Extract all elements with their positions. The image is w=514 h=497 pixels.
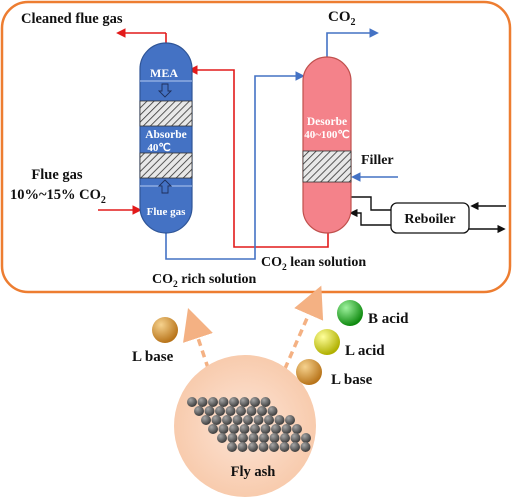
ash-dot [259, 433, 269, 443]
absorber-down-arrow-icon [157, 83, 173, 98]
ash-dot [229, 397, 239, 407]
ash-dot [250, 397, 260, 407]
flue-gas-inside-label: Flue gas [147, 206, 187, 218]
l-base-ball-left [152, 317, 178, 343]
reboiler-out-line [351, 196, 391, 211]
absorber-packing-top [139, 100, 193, 127]
fly-ash-label: Fly ash [231, 464, 276, 480]
ash-dot [217, 433, 227, 443]
ash-dot [246, 406, 257, 416]
l-base-right-label: L base [331, 372, 373, 388]
ash-dot [222, 415, 232, 425]
ash-dot [271, 424, 281, 434]
reboiler-return-line [349, 208, 391, 226]
ash-dot [290, 433, 301, 443]
co2-out-line [326, 28, 379, 57]
ash-dot [300, 442, 311, 452]
ash-dot [260, 424, 271, 434]
ash-dot [292, 424, 302, 434]
ash-dot [274, 415, 285, 425]
l-base-left-label: L base [132, 349, 174, 365]
ash-dot [243, 415, 253, 425]
ash-dot [267, 406, 278, 416]
cleaned-flue-gas-label: Cleaned flue gas [21, 11, 123, 27]
b-acid-ball [337, 300, 363, 326]
lean-solution-label: CO2 lean solution [261, 255, 366, 273]
ash-dot [279, 442, 290, 452]
ash-dot [208, 424, 218, 434]
absorber-label: Absorbe [145, 129, 187, 141]
ash-dot [218, 424, 229, 434]
ash-dot [253, 415, 264, 425]
ash-dot [197, 397, 208, 407]
absorber-packing-bottom [139, 152, 193, 179]
ash-dot [215, 406, 225, 416]
ash-dot [281, 424, 292, 434]
ash-dot [238, 433, 248, 443]
ash-dot [264, 415, 274, 425]
ash-dot [250, 424, 260, 434]
desorber-column [302, 56, 352, 234]
rich-solution-label: CO2 rich solution [152, 272, 257, 290]
ash-dot [232, 415, 243, 425]
ash-dot [236, 406, 246, 416]
filler-label: Filler [361, 153, 394, 168]
lean-solution-line [188, 65, 329, 248]
ash-dot [260, 397, 271, 407]
l-base-ball-right [296, 359, 322, 385]
ash-dot [301, 433, 311, 443]
co2-out-label: CO2 [328, 9, 356, 28]
ash-dot [237, 442, 248, 452]
b-acid-label: B acid [368, 311, 409, 327]
reboiler-box [390, 202, 470, 234]
flue-gas-in-label: Flue gas [31, 167, 83, 183]
reboiler-label: Reboiler [404, 212, 455, 227]
l-acid-label: L acid [345, 343, 385, 359]
ash-dot [257, 406, 267, 416]
process-frame [0, 0, 512, 294]
flue-gas-conc-label: 10%~15% CO2 [10, 187, 106, 206]
mea-label: MEA [150, 66, 178, 80]
ash-dot [187, 397, 197, 407]
ash-dot [285, 415, 295, 425]
ash-dot [239, 397, 250, 407]
ash-dot [208, 397, 218, 407]
ash-dot [229, 424, 239, 434]
ash-dot [194, 406, 204, 416]
ash-dot [227, 442, 237, 452]
ash-dot [248, 442, 258, 452]
l-acid-ball [314, 329, 340, 355]
ash-dot [204, 406, 215, 416]
ash-dot [201, 415, 211, 425]
ash-dot [258, 442, 269, 452]
fly-ash-dots [187, 397, 311, 452]
desorber-label: Desorbe [307, 116, 347, 128]
ash-dot [211, 415, 222, 425]
absorber-up-arrow-icon [157, 179, 173, 194]
ash-dot [225, 406, 236, 416]
ash-dot [248, 433, 259, 443]
dashed-arrow-right [278, 285, 324, 381]
ash-dot [269, 442, 279, 452]
ash-dot [290, 442, 300, 452]
ash-dot [227, 433, 238, 443]
ash-dot [239, 424, 250, 434]
ash-dot [269, 433, 280, 443]
ash-dot [218, 397, 229, 407]
rich-solution-line [165, 71, 305, 260]
desorber-packing [302, 150, 352, 183]
ash-dot [280, 433, 290, 443]
dashed-arrow-left [183, 308, 214, 381]
absorber-temp: 40℃ [147, 142, 170, 154]
desorber-temp: 40~100℃ [304, 129, 350, 141]
